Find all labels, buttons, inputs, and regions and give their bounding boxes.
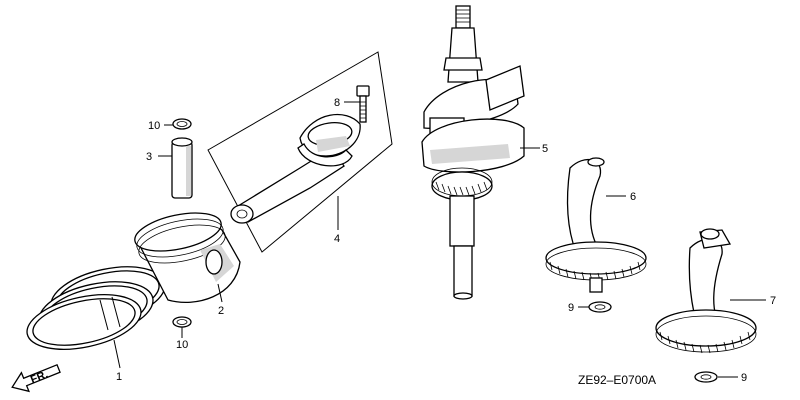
washer-lower <box>694 371 718 383</box>
callout-5: 5 <box>542 143 548 155</box>
rod-bolt <box>356 85 370 123</box>
balancer-shaft-lower <box>655 228 757 354</box>
balancer-shaft-upper <box>545 157 647 293</box>
crankshaft <box>421 5 525 300</box>
callout-10-lower: 10 <box>176 339 188 351</box>
callout-3: 3 <box>146 151 152 163</box>
callout-10-upper: 10 <box>148 120 160 132</box>
pin-clip-lower <box>172 316 192 328</box>
piston <box>134 212 241 304</box>
connecting-rod-group <box>207 51 393 253</box>
washer-upper <box>588 301 612 313</box>
callout-9-upper: 9 <box>568 302 574 314</box>
pin-clip-upper <box>172 118 192 130</box>
piston-pin <box>171 137 193 199</box>
callout-2: 2 <box>218 305 224 317</box>
front-direction-arrow: FR. <box>11 363 61 393</box>
diagram-code: ZE92–E0700A <box>578 373 656 387</box>
callout-1: 1 <box>116 371 122 383</box>
callout-7: 7 <box>770 295 776 307</box>
callout-8: 8 <box>334 97 340 109</box>
leader-lines <box>113 101 766 378</box>
callout-6: 6 <box>630 191 636 203</box>
piston-ring-set <box>26 266 166 350</box>
callout-9-lower: 9 <box>741 372 747 384</box>
callout-4: 4 <box>334 233 340 245</box>
callouts: 1 2 3 4 5 6 7 8 9 9 10 10 <box>116 97 776 384</box>
